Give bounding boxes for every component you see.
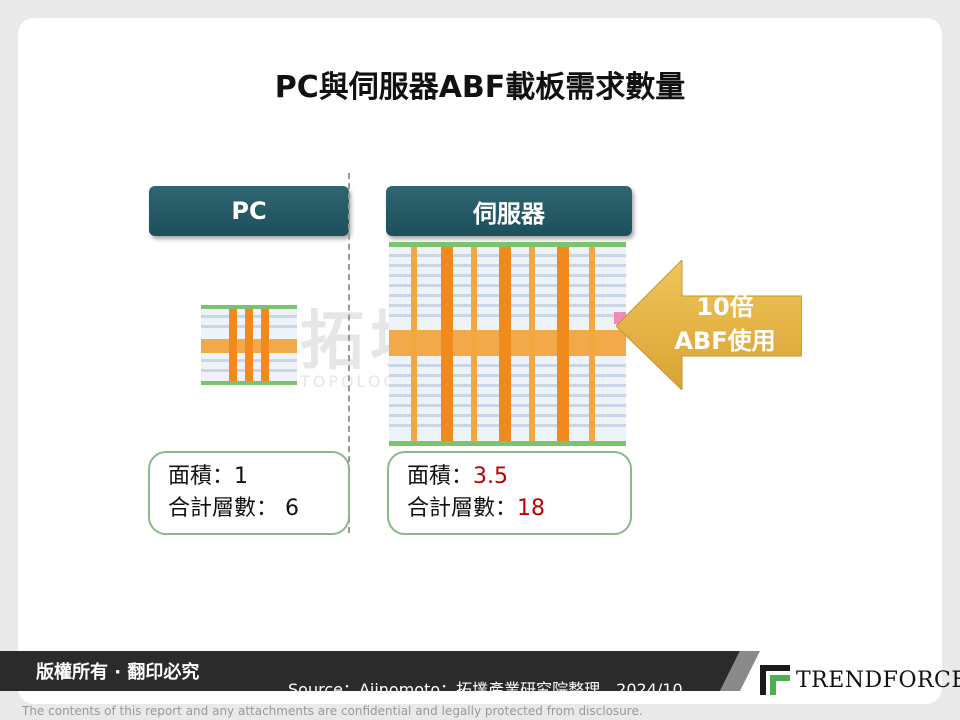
callout-line-1: 10倍 (696, 293, 754, 321)
server-area-value: 3.5 (473, 464, 509, 489)
callout-text: 10倍 ABF使用 (650, 290, 800, 358)
trendforce-logo-text: TRENDFORCE (796, 667, 960, 693)
column-divider (348, 173, 350, 533)
pc-header: PC (149, 186, 349, 236)
server-layers-label: 合計層數： (407, 496, 518, 521)
pc-layers-label: 合計層數： (168, 496, 279, 521)
source-text: Source：Ajinomoto；拓墣產業研究院整理，2024/10 (288, 680, 683, 699)
server-area: 面積：3.5 (407, 461, 612, 493)
footer-band (0, 651, 760, 691)
callout-line-2: ABF使用 (674, 327, 776, 355)
watermark-subtext: TOPOLOGY (300, 372, 411, 391)
server-substrate-illustration (389, 242, 626, 446)
server-layers-value: 18 (517, 496, 546, 521)
server-layers: 合計層數：18 (407, 493, 612, 525)
page-title: PC與伺服器ABF載板需求數量 (274, 70, 686, 105)
server-info-box: 面積：3.5 合計層數：18 (387, 451, 632, 535)
pc-area: 面積：1 (168, 464, 248, 489)
pc-info-box: 面積：1 合計層數： 6 (148, 451, 350, 535)
pc-layers: 合計層數： 6 (168, 493, 330, 525)
pc-substrate-illustration (201, 305, 297, 385)
server-header: 伺服器 (386, 186, 632, 236)
callout-arrow (616, 260, 802, 390)
trendforce-logo: TRENDFORCE (760, 662, 960, 698)
trendforce-logo-icon (760, 665, 790, 695)
server-area-label: 面積： (407, 464, 474, 489)
disclaimer-text: The contents of this report and any atta… (22, 704, 643, 718)
copyright-text: 版權所有 · 翻印必究 (36, 662, 200, 683)
pc-layers-value: 6 (285, 496, 300, 521)
